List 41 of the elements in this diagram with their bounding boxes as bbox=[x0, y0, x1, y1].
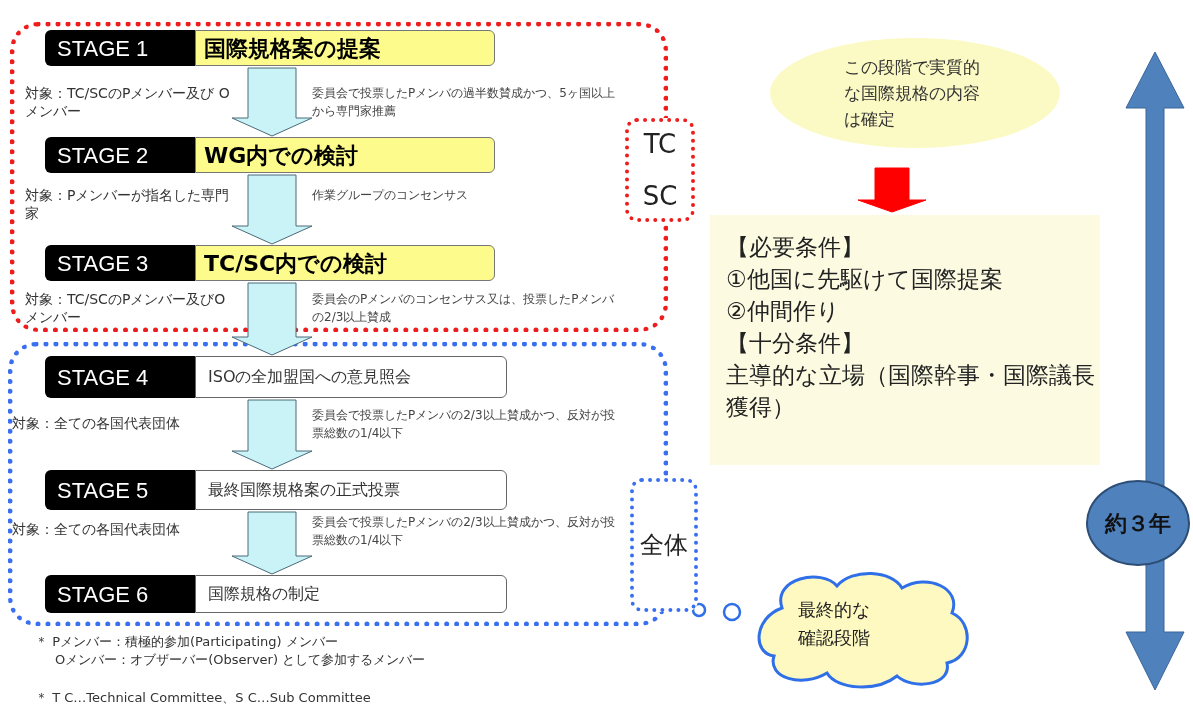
block-arrow bbox=[231, 67, 313, 137]
stage-title: 国際規格の制定 bbox=[195, 575, 507, 613]
stage-label: STAGE 6 bbox=[45, 575, 195, 613]
target-note: 対象：TC/SCのPメンバー及びOメンバー bbox=[25, 290, 227, 326]
condition-note: 委員会で投票したPメンバの2/3以上賛成かつ、反対が投票総数の1/4以下 bbox=[312, 407, 616, 442]
condition-text: ①他国に先駆けて国際提案 bbox=[726, 265, 1004, 294]
condition-text: ②仲間作り bbox=[726, 297, 841, 326]
block-arrow bbox=[857, 167, 927, 213]
footnote: ＊ T C…Technical Committee、S C…Sub Committee bbox=[35, 689, 372, 705]
stage-label: STAGE 2 bbox=[45, 137, 195, 173]
stage-title: 国際規格案の提案 bbox=[195, 30, 495, 66]
block-arrow bbox=[231, 511, 313, 575]
stage-title: TC/SC内での検討 bbox=[195, 245, 495, 281]
stage-label: STAGE 4 bbox=[45, 356, 195, 398]
block-arrow bbox=[231, 399, 313, 470]
condition-note: 作業グループのコンセンサス bbox=[312, 187, 469, 204]
stage-title: WG内での検討 bbox=[195, 137, 495, 173]
condition-note: 委員会のPメンバのコンセンサス又は、投票したPメンバの2/3以上賛成 bbox=[312, 291, 616, 326]
block-arrow bbox=[231, 174, 313, 245]
group-tag: TC SC bbox=[625, 118, 695, 222]
target-note: 対象：全ての各国代表団体 bbox=[12, 520, 181, 538]
condition-text: 主導的な立場（国際幹事・国際議長獲得） bbox=[726, 361, 1096, 422]
condition-text: 【十分条件】 bbox=[726, 329, 865, 358]
note-blob: この段階で実質的な国際規格の内容は確定 bbox=[770, 38, 1060, 148]
cloud-text: 最終的な確認段階 bbox=[798, 598, 871, 650]
target-note: 対象：Pメンバーが指名した専門家 bbox=[25, 186, 231, 222]
target-note: 対象：全ての各国代表団体 bbox=[12, 414, 181, 432]
stage-label: STAGE 3 bbox=[45, 245, 195, 281]
footnote: ＊ Pメンバー：積極的参加(Participating) メンバー bbox=[35, 633, 339, 651]
footnote: Oメンバー：オブザーバー(Observer) として参加するメンバー bbox=[55, 651, 427, 669]
duration-ellipse: 約３年 bbox=[1086, 480, 1190, 566]
condition-note: 委員会で投票したPメンバの2/3以上賛成かつ、反対が投票総数の1/4以下 bbox=[312, 514, 616, 549]
stage-label: STAGE 5 bbox=[45, 470, 195, 510]
stage-title: ISOの全加盟国への意見照会 bbox=[195, 356, 507, 398]
block-arrow bbox=[231, 282, 313, 356]
condition-text: 【必要条件】 bbox=[726, 233, 865, 262]
condition-note: 委員会で投票したPメンバの過半数賛成かつ、5ヶ国以上から専門家推薦 bbox=[312, 85, 616, 120]
stage-label: STAGE 1 bbox=[45, 30, 195, 66]
group-tag: 全体 bbox=[630, 478, 698, 612]
stage-title: 最終国際規格案の正式投票 bbox=[195, 470, 507, 510]
target-note: 対象：TC/SCのPメンバー及び Oメンバー bbox=[25, 84, 231, 120]
